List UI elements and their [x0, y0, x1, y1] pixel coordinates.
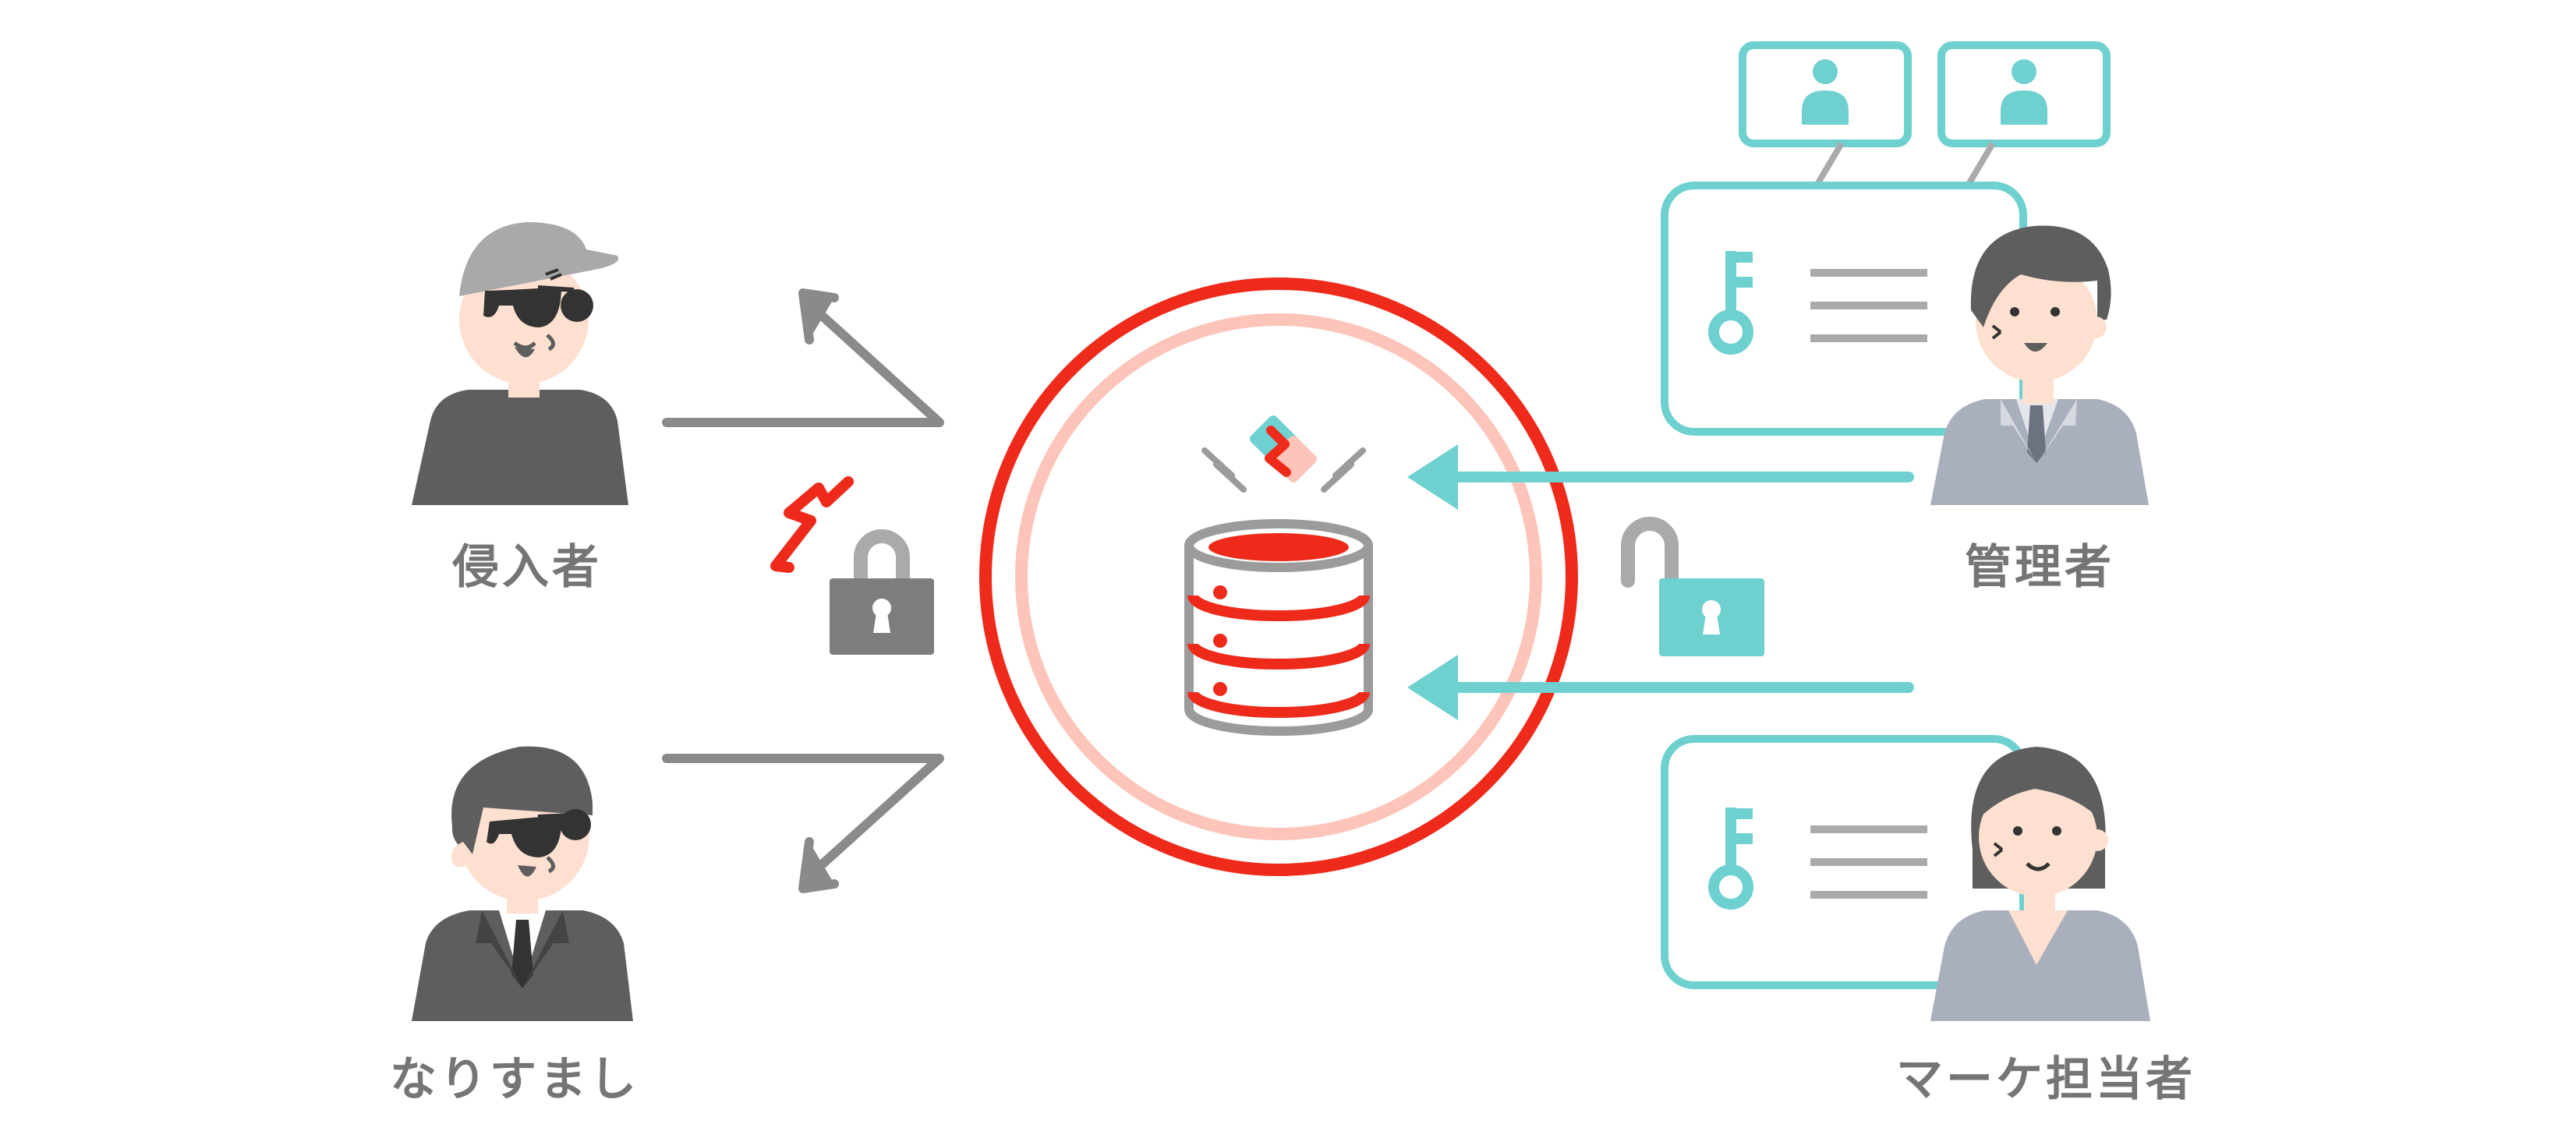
- padlock-unlocked-icon: [1621, 517, 1764, 656]
- lightning-icon: [770, 476, 854, 573]
- id-card-marketer: [1661, 735, 2027, 989]
- intruder-attempt-arrow: [662, 288, 944, 427]
- user-icon-2: [1937, 41, 2111, 147]
- id-card-admin: [1661, 182, 2027, 436]
- marketer-label: マーケ担当者: [1896, 1052, 2196, 1107]
- impersonator-label: なりすまし: [390, 1052, 639, 1107]
- authorized-access-arrow-bottom: [1407, 655, 1914, 720]
- intruder-avatar: [412, 222, 628, 505]
- administrator-avatar: [1930, 225, 2149, 505]
- protected-database: [979, 277, 1578, 876]
- user-icon-1: [1739, 41, 1912, 147]
- impersonator-attempt-arrow: [662, 754, 944, 893]
- authorized-access-arrow-top: [1407, 444, 1914, 510]
- key-icon: [1708, 808, 1753, 910]
- inner-pink-ring: [1015, 313, 1542, 840]
- administrator-label: 管理者: [1965, 540, 2114, 595]
- key-icon: [1708, 251, 1753, 355]
- intruder-label: 侵入者: [452, 540, 602, 595]
- impersonator-avatar: [412, 746, 633, 1021]
- marketer-avatar: [1930, 747, 2150, 1021]
- database-icon: [1184, 519, 1373, 736]
- outer-red-ring: [979, 277, 1578, 876]
- sparkle-logo-icon: [1201, 415, 1366, 493]
- padlock-locked-icon: [830, 529, 934, 655]
